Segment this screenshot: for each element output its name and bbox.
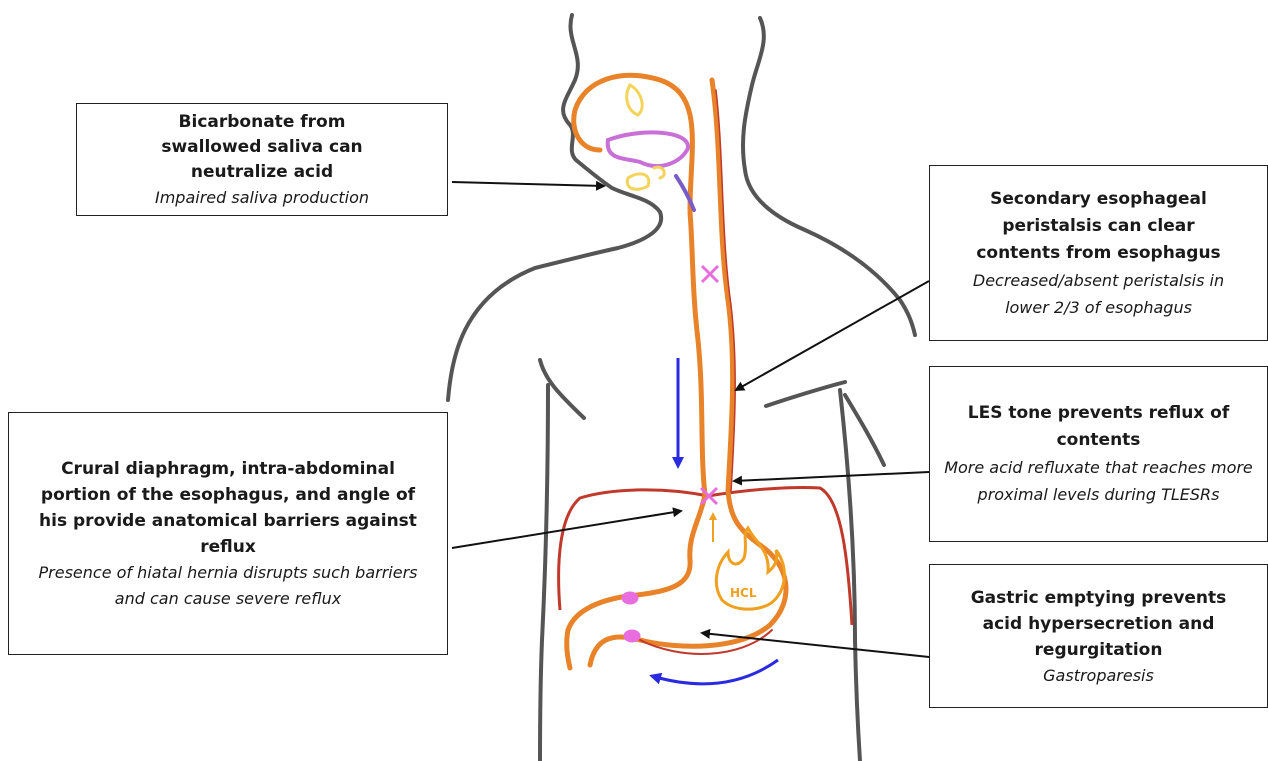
oral-cavity <box>574 75 694 210</box>
crural-subtitle: Presence of hiatal hernia disrupts such … <box>9 560 447 612</box>
gland-small <box>654 167 664 178</box>
peristalsis-callout-box: Secondary esophageal peristalsis can cle… <box>929 165 1268 341</box>
duodenal-marker <box>625 631 639 641</box>
right-torso-outline <box>840 390 860 761</box>
les-subtitle: More acid refluxate that reaches more pr… <box>930 454 1267 508</box>
right-chest-outline <box>766 382 845 406</box>
gastric-subtitle: Gastroparesis <box>930 663 1267 688</box>
les-callout-box: LES tone prevents reflux of contents Mor… <box>929 366 1268 542</box>
gastric-emptying-arrow <box>652 660 778 684</box>
palate-upper <box>627 85 642 115</box>
crural-callout-box: Crural diaphragm, intra-abdominal portio… <box>8 412 448 655</box>
tongue <box>608 132 688 166</box>
saliva-callout-arrow <box>452 182 604 186</box>
acid-flame: HCL <box>713 514 784 609</box>
saliva-subtitle: Impaired saliva production <box>77 185 447 210</box>
upper-esophageal-sphincter <box>702 266 718 282</box>
peristalsis-title: Secondary esophageal peristalsis can cle… <box>930 186 1267 267</box>
peristalsis-callout-arrow <box>736 281 929 390</box>
saliva-callout-box: Bicarbonate from swallowed saliva can ne… <box>76 103 448 216</box>
gland-lower <box>627 174 648 189</box>
gastric-title: Gastric emptying prevents acid hypersecr… <box>930 585 1267 663</box>
saliva-title: Bicarbonate from swallowed saliva can ne… <box>77 110 447 185</box>
les-callout-arrow <box>734 472 929 481</box>
gi-tract <box>567 80 786 668</box>
pyloric-sphincter <box>623 593 637 603</box>
peristalsis-subtitle: Decreased/absent peristalsis in lower 2/… <box>930 267 1267 321</box>
les-title: LES tone prevents reflux of contents <box>930 400 1267 454</box>
hcl-label: HCL <box>730 586 757 600</box>
left-torso-outline <box>540 385 548 761</box>
right-arm-outline <box>845 395 884 465</box>
diaphragm <box>559 487 852 625</box>
gastric-callout-box: Gastric emptying prevents acid hypersecr… <box>929 564 1268 708</box>
gastric-callout-arrow <box>702 633 929 657</box>
right-head-neck-outline <box>743 18 915 335</box>
left-head-neck-outline <box>448 15 661 400</box>
crural-title: Crural diaphragm, intra-abdominal portio… <box>9 456 447 560</box>
